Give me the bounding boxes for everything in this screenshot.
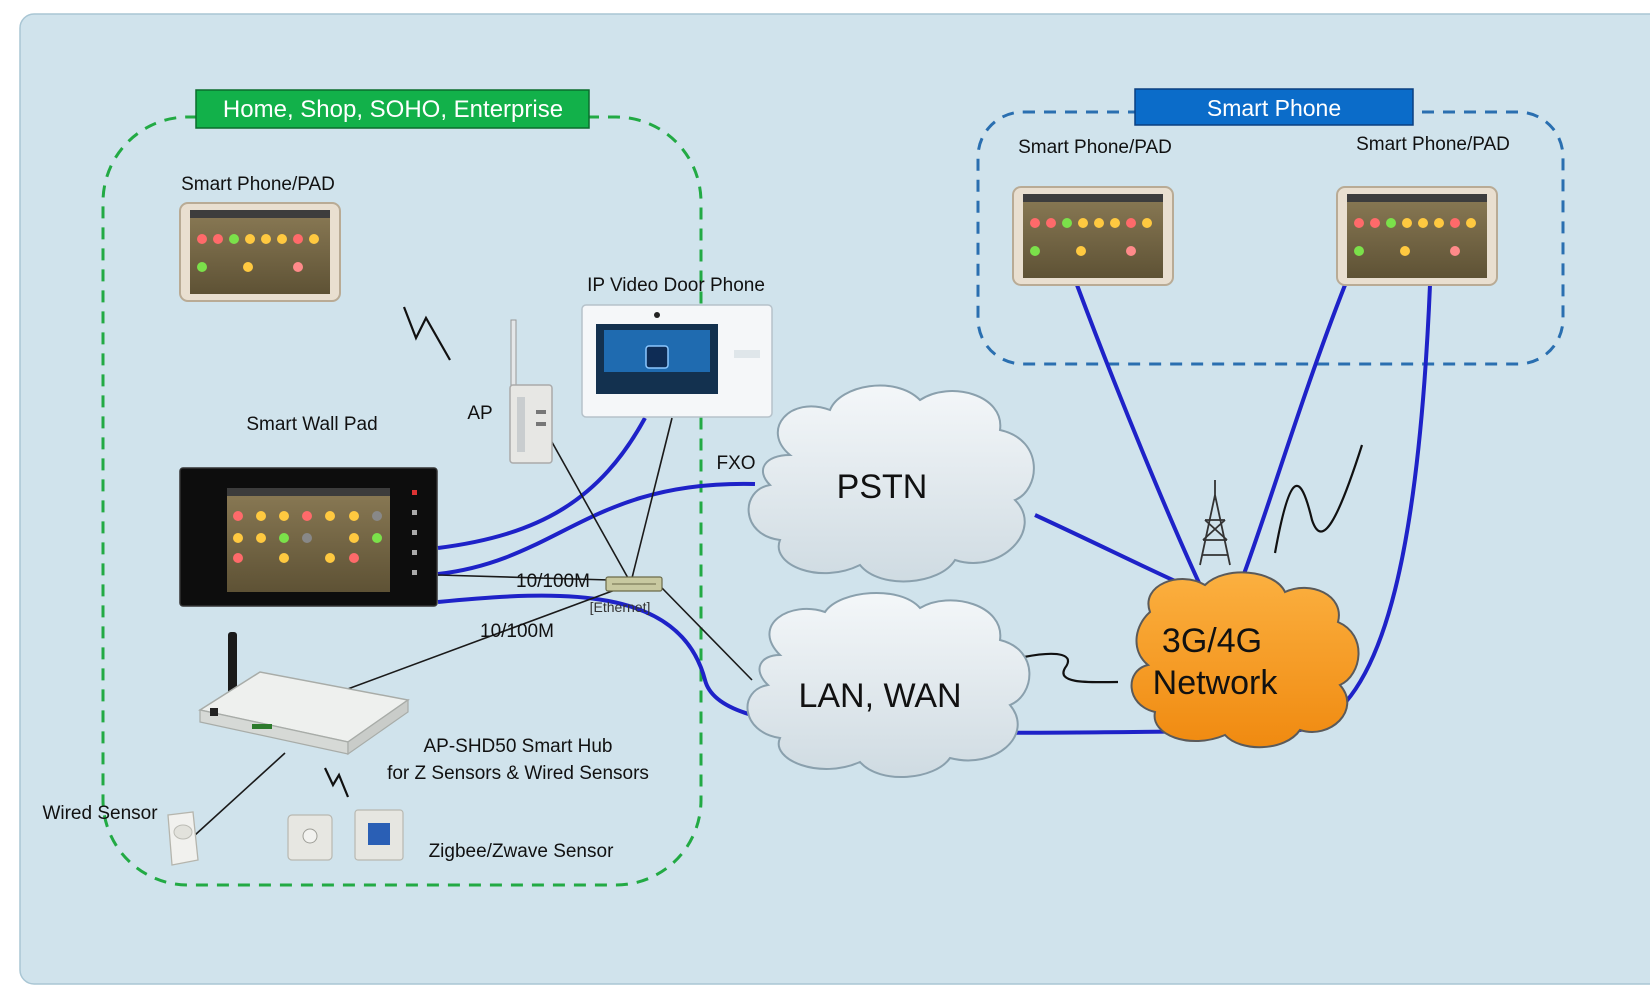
home-group-title: Home, Shop, SOHO, Enterprise [223, 96, 563, 123]
mobile-network-cloud-shape [1130, 571, 1360, 749]
wireless-signal-icon [1273, 444, 1364, 554]
motion-sensor-icon [167, 811, 199, 866]
ap-label: AP [467, 403, 492, 424]
link-wallpad-switch [437, 574, 611, 581]
lan-wan-cloud: LAN, WAN [746, 591, 1031, 779]
link-pad2-mobile [1236, 284, 1347, 591]
link-switch-lan [661, 587, 753, 681]
pstn-cloud-shape [747, 384, 1035, 583]
link-wallpad-doorphone [437, 417, 647, 550]
fxo-label: FXO [716, 453, 755, 474]
tablet-icon [1336, 186, 1498, 286]
zigbee-sensor-label: Zigbee/Zwave Sensor [429, 841, 614, 862]
smart-hub-icon [198, 632, 410, 756]
tablet-icon [1012, 186, 1174, 286]
switch-label: [Ethernet] [590, 599, 651, 615]
link-ap-switch [547, 434, 629, 579]
link-wallpad-pstn [437, 481, 756, 576]
cell-tower-icon [1199, 480, 1231, 566]
wireless-signal-icon [324, 767, 350, 798]
wireless-signal-icon [1023, 652, 1119, 684]
hub-label-line1: AP-SHD50 Smart Hub [423, 736, 612, 757]
ethernet-speed-label-2: 10/100M [480, 621, 554, 642]
ethernet-speed-label-1: 10/100M [516, 571, 590, 592]
wall-pad-icon [179, 467, 438, 607]
wireless-signal-icon [402, 306, 451, 361]
pstn-label: PSTN [837, 468, 928, 506]
zigbee-sensor-icon [354, 809, 404, 861]
wireless-signals [324, 306, 1364, 798]
mobile-network-label-line1: 3G/4G [1162, 622, 1262, 660]
lan-wan-label: LAN, WAN [798, 677, 961, 715]
remote-pad-2-label: Smart Phone/PAD [1356, 134, 1510, 155]
phone-group-title: Smart Phone [1207, 95, 1341, 121]
mobile-network-cloud: 3G/4G Network [1130, 571, 1360, 749]
home-group-title-box [195, 89, 590, 129]
door-phone-icon [581, 304, 773, 418]
wired-sensor-label: Wired Sensor [42, 803, 158, 824]
wireless-access-point-icon [509, 319, 553, 464]
link-switch-hub [344, 589, 616, 691]
home-pad-label: Smart Phone/PAD [181, 174, 335, 195]
tablet-icon [179, 202, 341, 302]
wall-pad-label: Smart Wall Pad [246, 414, 377, 435]
link-hub-wiredsensor [194, 752, 286, 836]
black-links [194, 417, 753, 836]
hub-label-line2: for Z Sensors & Wired Sensors [387, 763, 649, 784]
remote-pad-1-label: Smart Phone/PAD [1018, 137, 1172, 158]
phone-group-title-box [1134, 88, 1414, 126]
ethernet-switch-icon [605, 576, 663, 592]
zigbee-sensor-icon [287, 814, 333, 861]
pstn-cloud: PSTN [747, 384, 1035, 583]
door-phone-label: IP Video Door Phone [587, 275, 765, 296]
link-doorphone-switch [631, 417, 673, 579]
lan-wan-cloud-shape [746, 591, 1031, 779]
mobile-network-label-line2: Network [1153, 664, 1279, 702]
